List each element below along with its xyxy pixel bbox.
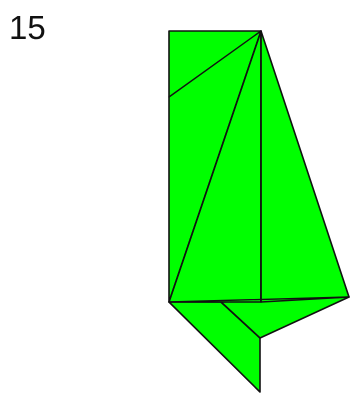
- step-number: 15: [9, 9, 46, 46]
- top-diagonal-crease: [168, 30, 262, 98]
- base-edge: [168, 296, 350, 303]
- long-diagonal-crease: [168, 30, 262, 303]
- pocket-edge: [220, 301, 261, 339]
- right-panel: [260, 30, 350, 303]
